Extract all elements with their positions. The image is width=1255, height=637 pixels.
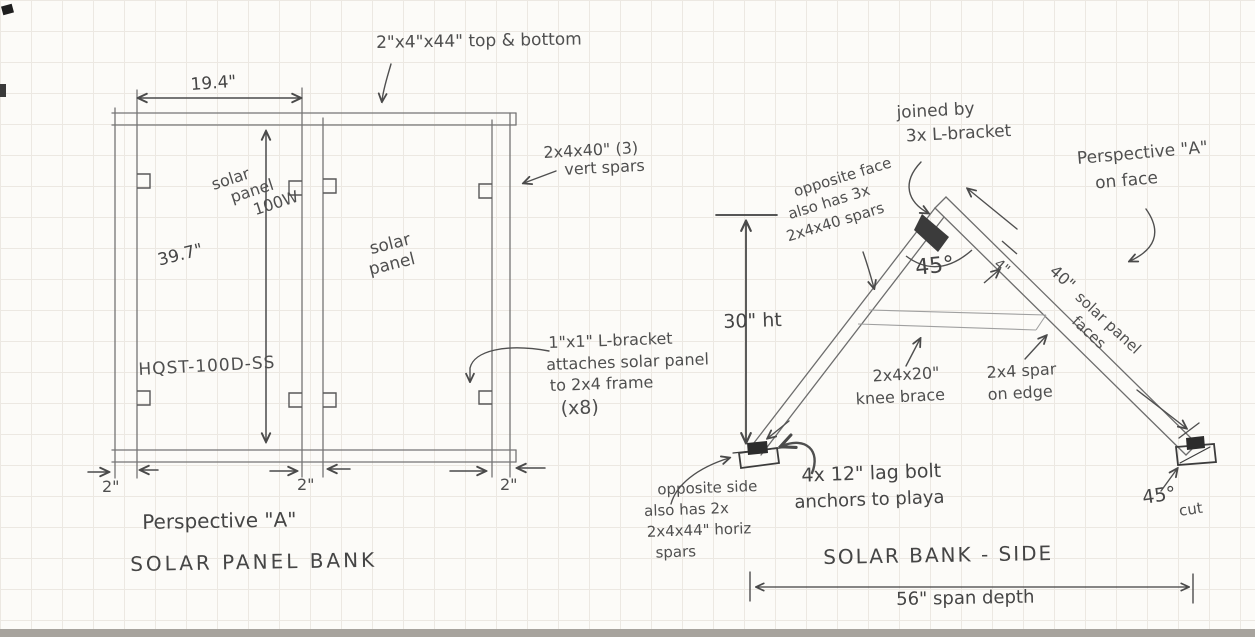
front-annotation-leaders [382, 63, 557, 381]
cut-note-word: cut [1177, 498, 1204, 520]
l-bracket-note-line4: (x8) [560, 396, 600, 420]
knee-brace-note: 2x4x20" knee brace [855, 362, 946, 409]
anchor-note: 4x 12" lag bolt anchors to playa [793, 458, 945, 515]
edge-spar-note: 2x4 spar on edge [986, 358, 1058, 405]
side-caption: SOLAR BANK - SIDE [822, 540, 1054, 569]
angle-arc [905, 249, 973, 268]
thickness-dim-right: 2" [500, 475, 518, 494]
span-dim-label: 56" span depth [895, 586, 1035, 610]
apex-bracket-blob [914, 214, 949, 252]
opposite-side-line4: spars [655, 542, 697, 562]
apex-angle-label: 45° [914, 251, 956, 281]
side-annotation-leaders [670, 161, 1200, 505]
side-aframe-beams [749, 196, 1198, 456]
opposite-side-line1: opposite side [657, 477, 758, 499]
side-height-dim: 30" ht [722, 308, 783, 333]
scan-smudge-left-edge [0, 84, 6, 97]
side-dimension-arrows [715, 214, 1194, 604]
apex-joint [905, 214, 1018, 284]
vert-spar-note: 2x4x40" (3) vert spars [543, 138, 645, 181]
width-dim-label: 19.4" [189, 71, 237, 95]
front-frame [111, 87, 517, 479]
thickness-dim-mid: 2" [297, 475, 315, 494]
opposite-side-line3: 2x4x44" horiz [646, 519, 752, 541]
scan-edge-band [0, 629, 1255, 637]
overhang-arrow [983, 270, 999, 284]
front-dimension-arrows [87, 98, 546, 472]
overhang-tick [1001, 240, 1018, 255]
edge-spar-note-line2: on edge [987, 381, 1054, 404]
l-bracket-note: 1"x1" L-bracket attaches solar panel to … [546, 326, 711, 422]
front-caption-line2: SOLAR PANEL BANK [129, 547, 378, 576]
cut-note-angle: 45° [1140, 482, 1178, 509]
edge-spar-note-line1: 2x4 spar [986, 359, 1057, 382]
top-rail-note: 2"x4"x44" top & bottom [375, 29, 582, 53]
l-bracket-icons-front [137, 173, 492, 408]
front-caption-line1: Perspective "A" [141, 507, 297, 534]
knee-brace-lines [857, 309, 1047, 331]
anchor-note-line2: anchors to playa [793, 486, 945, 513]
joint-note: joined by 3x L-bracket [896, 96, 1012, 149]
opposite-side-note: opposite side also has 2x 2x4x44" horiz … [643, 476, 760, 564]
thickness-dim-left: 2" [102, 477, 120, 496]
